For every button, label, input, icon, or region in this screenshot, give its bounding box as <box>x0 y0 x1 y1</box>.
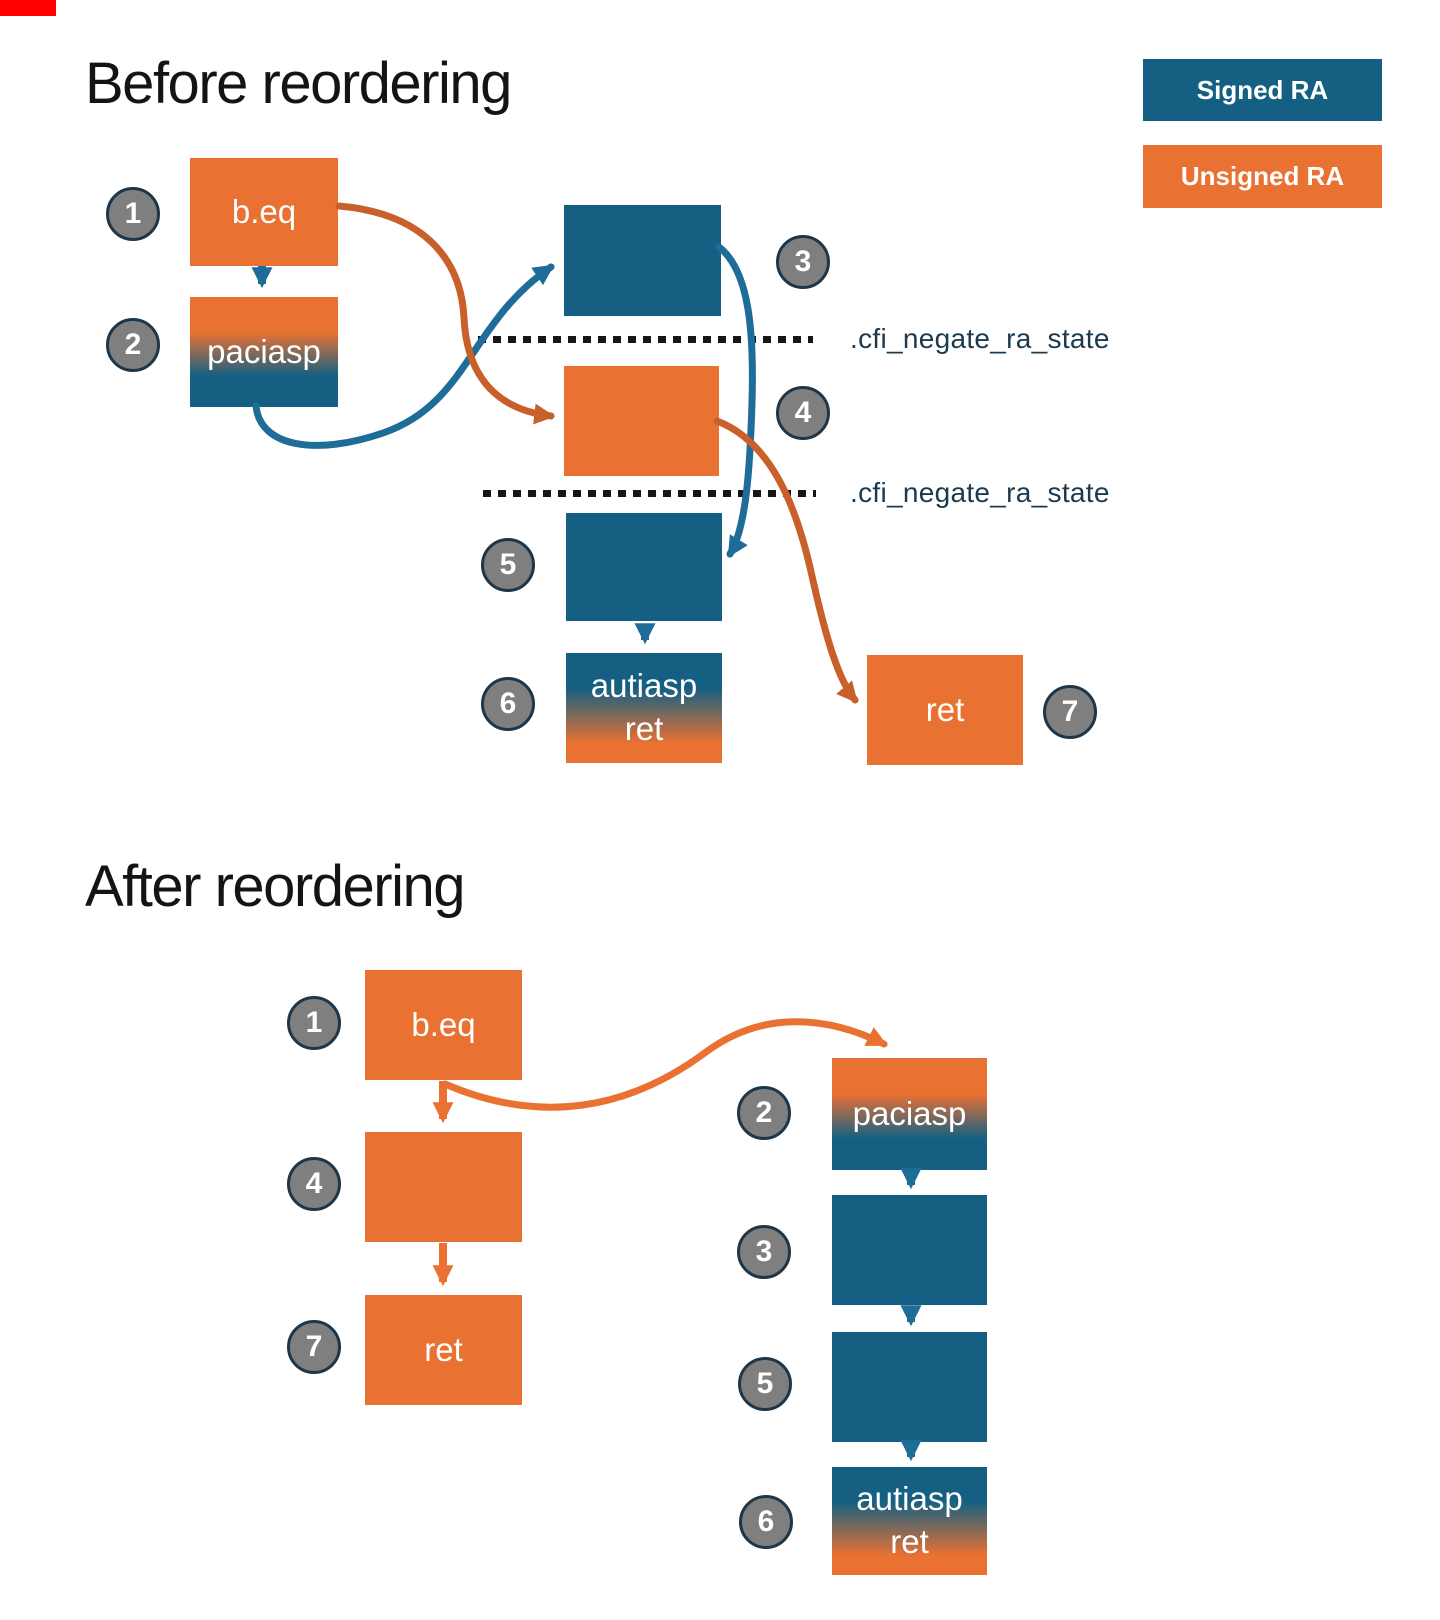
before-block-4-unsigned <box>564 366 719 476</box>
before-block-1-beq: b.eq <box>190 158 338 266</box>
before-step-badge-3: 3 <box>776 235 830 289</box>
after-step-badge-5: 5 <box>738 1357 792 1411</box>
after-block-3-signed <box>832 1195 987 1305</box>
legend-unsigned-label: Unsigned RA <box>1180 161 1345 191</box>
after-block-6-label-line1: autiasp <box>856 1480 963 1518</box>
before-block-5-signed <box>566 513 722 621</box>
after-block-5-signed <box>832 1332 987 1442</box>
before-block-2-paciasp: paciasp <box>190 297 338 407</box>
after-block-6-autiasp-ret: autiasp ret <box>832 1467 987 1575</box>
after-step-badge-2: 2 <box>737 1086 791 1140</box>
after-step-badge-7: 7 <box>287 1320 341 1374</box>
arrow-before-beq-to-block4 <box>335 202 556 425</box>
after-block-2-label: paciasp <box>852 1094 967 1132</box>
after-block-1-label: b.eq <box>411 1005 476 1043</box>
before-block-6-autiasp-ret: autiasp ret <box>566 653 722 763</box>
after-block-7-label: ret <box>424 1330 463 1368</box>
after-block-7-ret: ret <box>365 1295 522 1405</box>
before-step-badge-2: 2 <box>106 318 160 372</box>
after-block-2-paciasp: paciasp <box>832 1058 987 1170</box>
before-block-1-label: b.eq <box>231 192 297 230</box>
before-block-7-ret: ret <box>867 655 1023 765</box>
cfi-annotation-2: .cfi_negate_ra_state <box>850 477 1110 508</box>
cfi-separator-1 <box>478 336 813 343</box>
arrow-before-block4-to-ret <box>713 417 859 704</box>
after-step-badge-1: 1 <box>287 996 341 1050</box>
before-block-6-label-line1: autiasp <box>590 667 698 705</box>
after-step-badge-4: 4 <box>287 1157 341 1211</box>
before-block-7-label: ret <box>925 690 965 728</box>
arrow-before-block3-to-block5 <box>715 243 756 558</box>
after-section-title: After reordering <box>85 854 465 919</box>
before-step-badge-7: 7 <box>1043 685 1097 739</box>
legend-signed-label: Signed RA <box>1196 74 1329 105</box>
before-block-2-label: paciasp <box>207 332 321 370</box>
before-step-badge-6: 6 <box>481 677 535 731</box>
before-step-badge-5: 5 <box>481 538 535 592</box>
legend-unsigned-ra: Unsigned RA <box>1143 145 1382 208</box>
before-section-title: Before reordering <box>85 51 512 116</box>
before-step-badge-4: 4 <box>776 386 830 440</box>
after-step-badge-3: 3 <box>737 1225 791 1279</box>
red-corner-mark <box>0 0 56 16</box>
after-block-6-label-line2: ret <box>890 1523 929 1560</box>
before-block-6-label-line2: ret <box>624 710 664 747</box>
after-block-1-beq: b.eq <box>365 970 522 1080</box>
before-step-badge-1: 1 <box>106 187 160 241</box>
cfi-annotation-1: .cfi_negate_ra_state <box>850 323 1110 354</box>
after-block-4-unsigned <box>365 1132 522 1242</box>
cfi-separator-2 <box>483 490 816 497</box>
before-block-3-signed <box>564 205 721 316</box>
legend-signed-ra: Signed RA <box>1143 59 1382 121</box>
after-step-badge-6: 6 <box>739 1495 793 1549</box>
